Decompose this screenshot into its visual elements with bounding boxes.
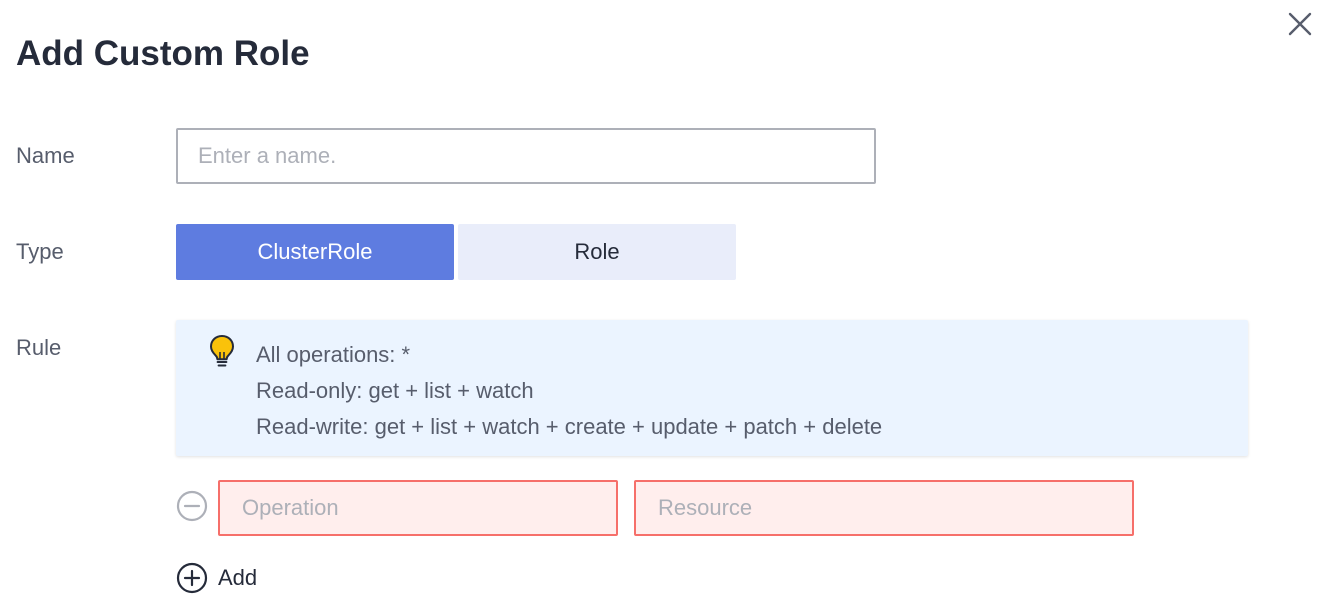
lightbulb-icon xyxy=(210,335,234,367)
tip-read-only: Read-only: get + list + watch xyxy=(256,378,534,403)
name-label: Name xyxy=(16,143,75,168)
minus-circle-icon xyxy=(176,490,208,522)
add-rule-button[interactable]: Add xyxy=(176,562,257,594)
remove-rule-button[interactable] xyxy=(176,490,208,522)
type-selector: ClusterRole Role xyxy=(176,224,736,280)
type-option-role[interactable]: Role xyxy=(458,224,736,280)
tip-read-write: Read-write: get + list + watch + create … xyxy=(256,414,883,439)
operation-input[interactable] xyxy=(218,480,618,536)
dialog-title: Add Custom Role xyxy=(16,34,310,73)
close-button[interactable] xyxy=(1286,10,1314,38)
tip-all-operations: All operations: * xyxy=(256,342,411,367)
rule-label: Rule xyxy=(16,335,62,360)
name-input[interactable] xyxy=(176,128,876,184)
rule-tip-box: All operations: * Read-only: get + list … xyxy=(176,320,1248,456)
resource-input[interactable] xyxy=(634,480,1134,536)
type-option-clusterrole[interactable]: ClusterRole xyxy=(176,224,454,280)
close-icon xyxy=(1288,12,1312,36)
rule-tip-text: All operations: * Read-only: get + list … xyxy=(256,337,882,445)
type-label: Type xyxy=(16,239,64,264)
plus-circle-icon xyxy=(176,562,208,594)
add-rule-label: Add xyxy=(218,565,258,590)
